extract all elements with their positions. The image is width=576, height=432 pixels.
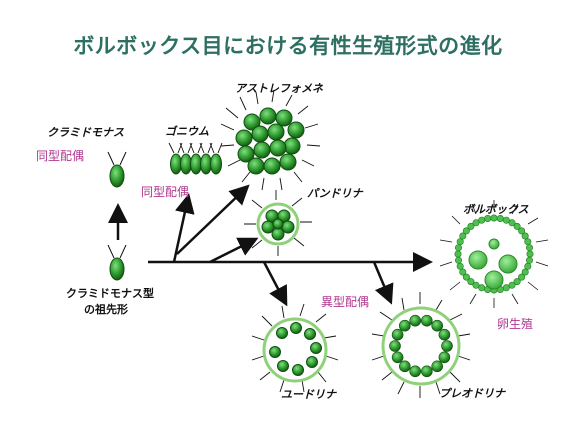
volvox-somatic-cell	[478, 216, 486, 224]
volvox-somatic-cell	[508, 281, 516, 289]
pleodorina-cell	[438, 328, 451, 341]
pleodorina-cell	[409, 314, 422, 327]
ancestor-cell-icon	[107, 244, 127, 281]
volvox-somatic-cell	[518, 227, 526, 235]
pleodorina-cell	[441, 340, 453, 352]
mode-chlamydomonas: 同型配偶	[36, 149, 84, 163]
pleodorina-cell	[409, 365, 422, 378]
volvox-somatic-cell	[526, 250, 534, 258]
volvox-somatic-cell	[459, 232, 467, 240]
volvox-somatic-cell	[502, 216, 510, 224]
arrow-to-astrephomene	[176, 184, 250, 255]
volvox-somatic-cell	[472, 281, 480, 289]
pleodorina-cell	[438, 351, 451, 364]
pleodorina-cell	[431, 360, 444, 373]
label-gonium: ゴニウム	[165, 125, 209, 138]
pleodorina-cell	[398, 360, 411, 373]
pleodorina-colony-icon	[371, 292, 471, 398]
volvox-somatic-cell	[467, 278, 475, 286]
label-chlamydomonas: クラミドモナス	[47, 126, 124, 139]
volvox-somatic-cell	[454, 256, 462, 264]
page-title: ボルボックス目における有性生殖形式の進化	[73, 34, 503, 58]
volvox-somatic-cell	[467, 222, 475, 230]
volvox-colony-icon	[439, 200, 549, 308]
mode-eudorina: 異型配偶	[321, 295, 369, 309]
mode-gonium: 同型配偶	[141, 185, 189, 199]
arrow-to-pleodorina	[372, 261, 394, 305]
arrow-to-eudorina	[262, 261, 288, 307]
volvox-somatic-cell	[456, 238, 464, 246]
arrow-to-pandorina	[209, 237, 259, 264]
volvox-somatic-cell	[525, 256, 533, 264]
pleodorina-cell	[391, 328, 404, 341]
pleodorina-cell	[420, 314, 433, 327]
volvox-somatic-cell	[525, 244, 533, 252]
volvox-somatic-cell	[513, 222, 521, 230]
label-pleodorina: プレオドリナ	[439, 387, 506, 400]
label-volvox: ボルボックス	[463, 203, 529, 216]
volvox-somatic-cell	[459, 268, 467, 276]
volvox-somatic-cell	[518, 273, 526, 281]
volvox-somatic-cell	[462, 227, 470, 235]
pleodorina-cell	[391, 351, 404, 364]
arrow-to-gonium	[172, 193, 195, 263]
label-eudorina: ユードリナ	[281, 388, 337, 401]
volvox-somatic-cell	[521, 232, 529, 240]
label-ancestor-line2: の祖先形	[84, 302, 128, 316]
volvox-somatic-cell	[524, 262, 532, 270]
volvox-somatic-cell	[454, 244, 462, 252]
eudorina-colony-icon	[251, 303, 339, 393]
pleodorina-cell	[389, 340, 401, 352]
volvox-somatic-cell	[496, 215, 504, 223]
volvox-somatic-cell	[508, 219, 516, 227]
label-astrephomene: アストレフォメネ	[235, 82, 324, 95]
astrephomene-colony-icon	[220, 89, 321, 191]
volvox-somatic-cell	[462, 273, 470, 281]
volvox-somatic-cell	[472, 219, 480, 227]
pleodorina-cell	[420, 365, 433, 378]
chlamydomonas-cell-icon	[107, 151, 127, 188]
label-ancestor-line1: クラミドモナス型	[66, 286, 154, 300]
pleodorina-cell	[398, 319, 411, 332]
gonium-colony-icon	[168, 142, 223, 175]
volvox-somatic-cell	[456, 262, 464, 270]
volvox-somatic-cell	[484, 215, 492, 223]
volvox-somatic-cell	[524, 238, 532, 246]
volvox-somatic-cell	[513, 278, 521, 286]
volvox-somatic-cell	[454, 250, 462, 258]
volvox-somatic-cell	[521, 268, 529, 276]
mode-volvox: 卵生殖	[497, 316, 533, 331]
pleodorina-cell	[431, 319, 444, 332]
label-pandorina: パンドリナ	[307, 187, 364, 200]
volvox-somatic-cell	[502, 284, 510, 292]
volvox-somatic-cell	[478, 284, 486, 292]
pandorina-colony-icon	[244, 190, 312, 256]
arrows	[108, 184, 433, 307]
